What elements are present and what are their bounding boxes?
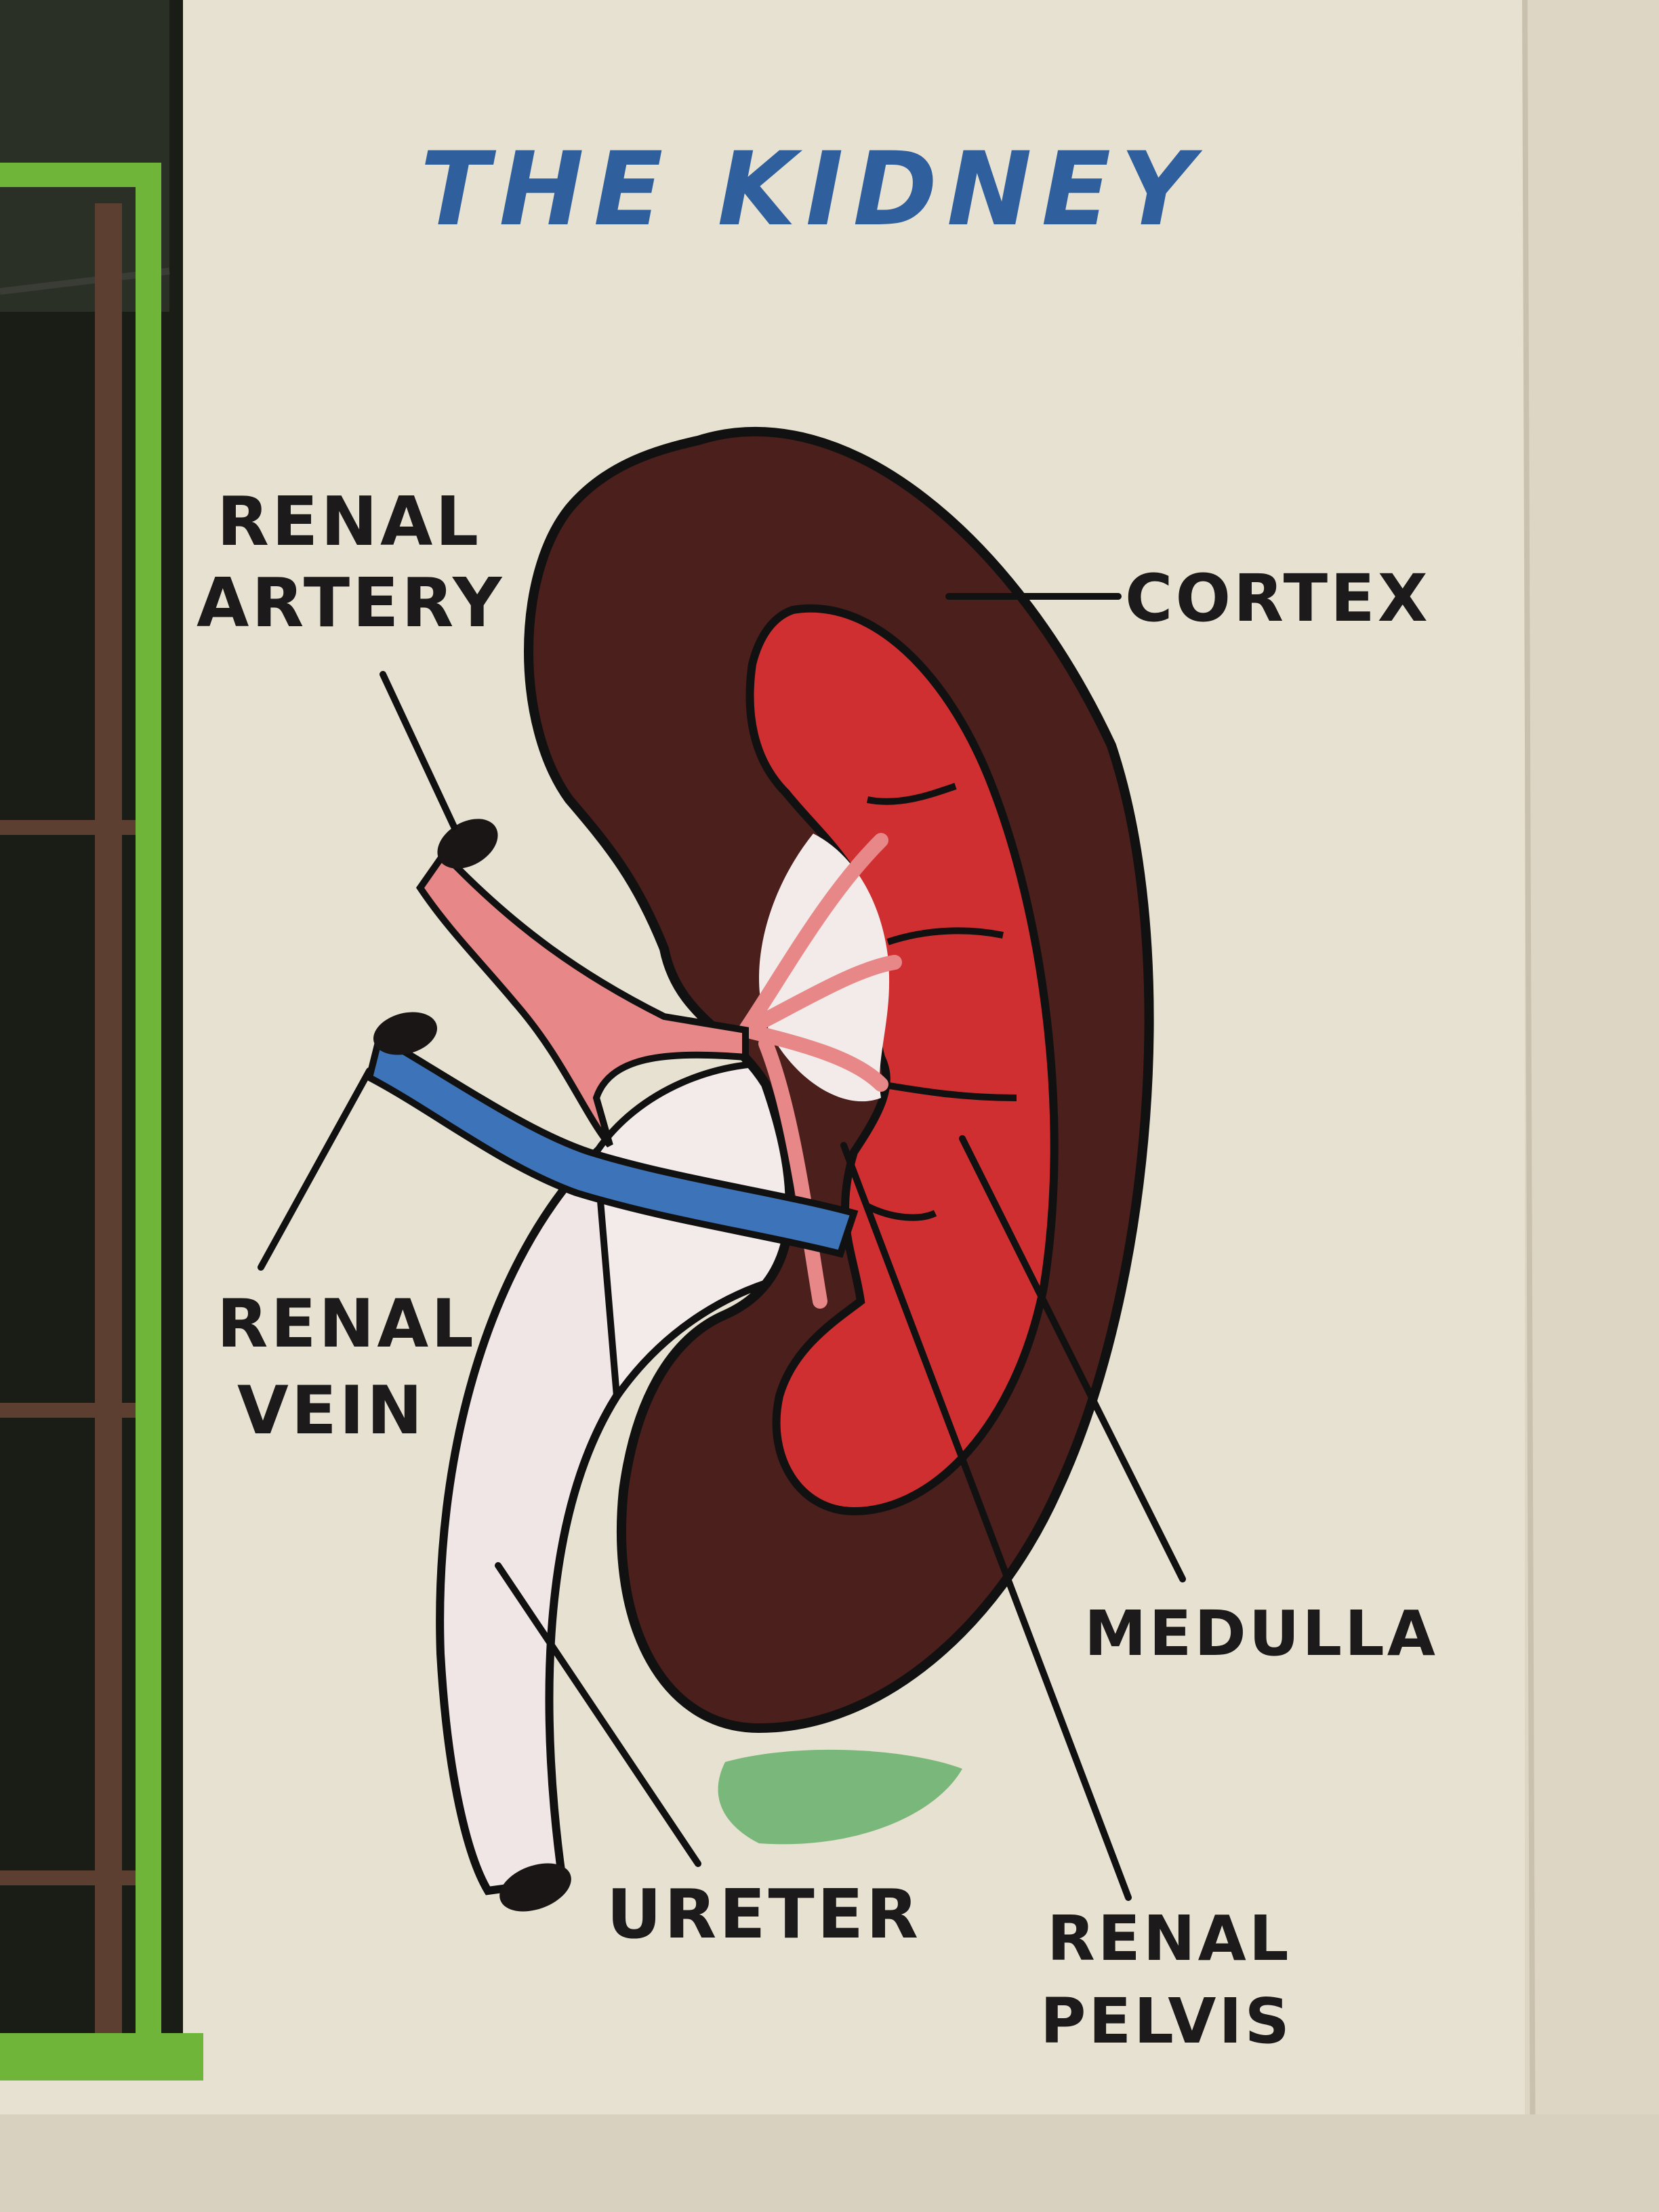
window-frame-green-top: [0, 163, 161, 187]
label-renal-pelvis: RENAL PELVIS: [1040, 1908, 1292, 2053]
label-renal-artery-line2: ARTERY: [197, 563, 505, 642]
label-medulla: MEDULLA: [1084, 1597, 1438, 1670]
wall-pillar-edge: [1525, 0, 1659, 2212]
label-ureter: URETER: [607, 1875, 922, 1954]
window-bar-2: [0, 1403, 136, 1418]
artery-branch-3: [738, 1023, 888, 1092]
renal-artery-branches: [738, 833, 902, 1309]
leader-renal-vein: [258, 1067, 373, 1271]
label-renal-pelvis-line2: PELVIS: [1040, 1985, 1292, 2057]
renal-sinus: [759, 834, 890, 1102]
artery-branch-4: [758, 1036, 827, 1309]
wall-floor-shadow: [0, 2114, 1659, 2212]
kidney-medulla: [745, 604, 1059, 1516]
window-frame-green-vertical: [136, 163, 161, 2074]
medulla-divider-1: [867, 783, 957, 805]
renal-vein-opening: [373, 1012, 438, 1055]
medulla-dividers: [865, 783, 1017, 1221]
window-frame-rust-vertical: [95, 203, 122, 2033]
green-chalk-mark: [718, 1749, 962, 1845]
renal-artery: [415, 848, 749, 1148]
renal-artery-opening: [437, 819, 498, 869]
wall-corner-line: [1522, 0, 1536, 2212]
leader-renal-artery: [380, 671, 457, 830]
window-bar-3: [0, 1870, 136, 1885]
window-bar-1: [0, 820, 136, 835]
artery-branch-1: [738, 833, 888, 1038]
leader-ureter: [495, 1562, 701, 1867]
ureter-opening: [499, 1863, 571, 1912]
label-renal-vein: RENAL VEIN: [217, 1291, 476, 1444]
label-renal-pelvis-line1: RENAL: [1047, 1902, 1292, 1975]
label-renal-vein-line1: RENAL: [217, 1286, 476, 1363]
label-cortex: CORTEX: [1125, 560, 1431, 636]
renal-vein: [365, 1031, 859, 1258]
leader-renal-pelvis: [840, 1142, 1132, 1901]
artery-branch-2: [738, 955, 902, 1038]
label-renal-vein-line2: VEIN: [237, 1372, 426, 1450]
window: [0, 0, 203, 2081]
medulla-divider-3: [880, 1081, 1017, 1101]
window-sill: [0, 2033, 203, 2081]
leader-lines: [258, 593, 1186, 1901]
medulla-divider-2: [886, 927, 1004, 945]
leader-medulla: [959, 1135, 1186, 1582]
label-renal-artery-line1: RENAL: [217, 482, 482, 561]
medulla-divider-4: [865, 1203, 937, 1221]
label-renal-artery: RENAL ARTERY: [197, 488, 504, 637]
diagram-title: THE KIDNEY: [420, 131, 1204, 249]
